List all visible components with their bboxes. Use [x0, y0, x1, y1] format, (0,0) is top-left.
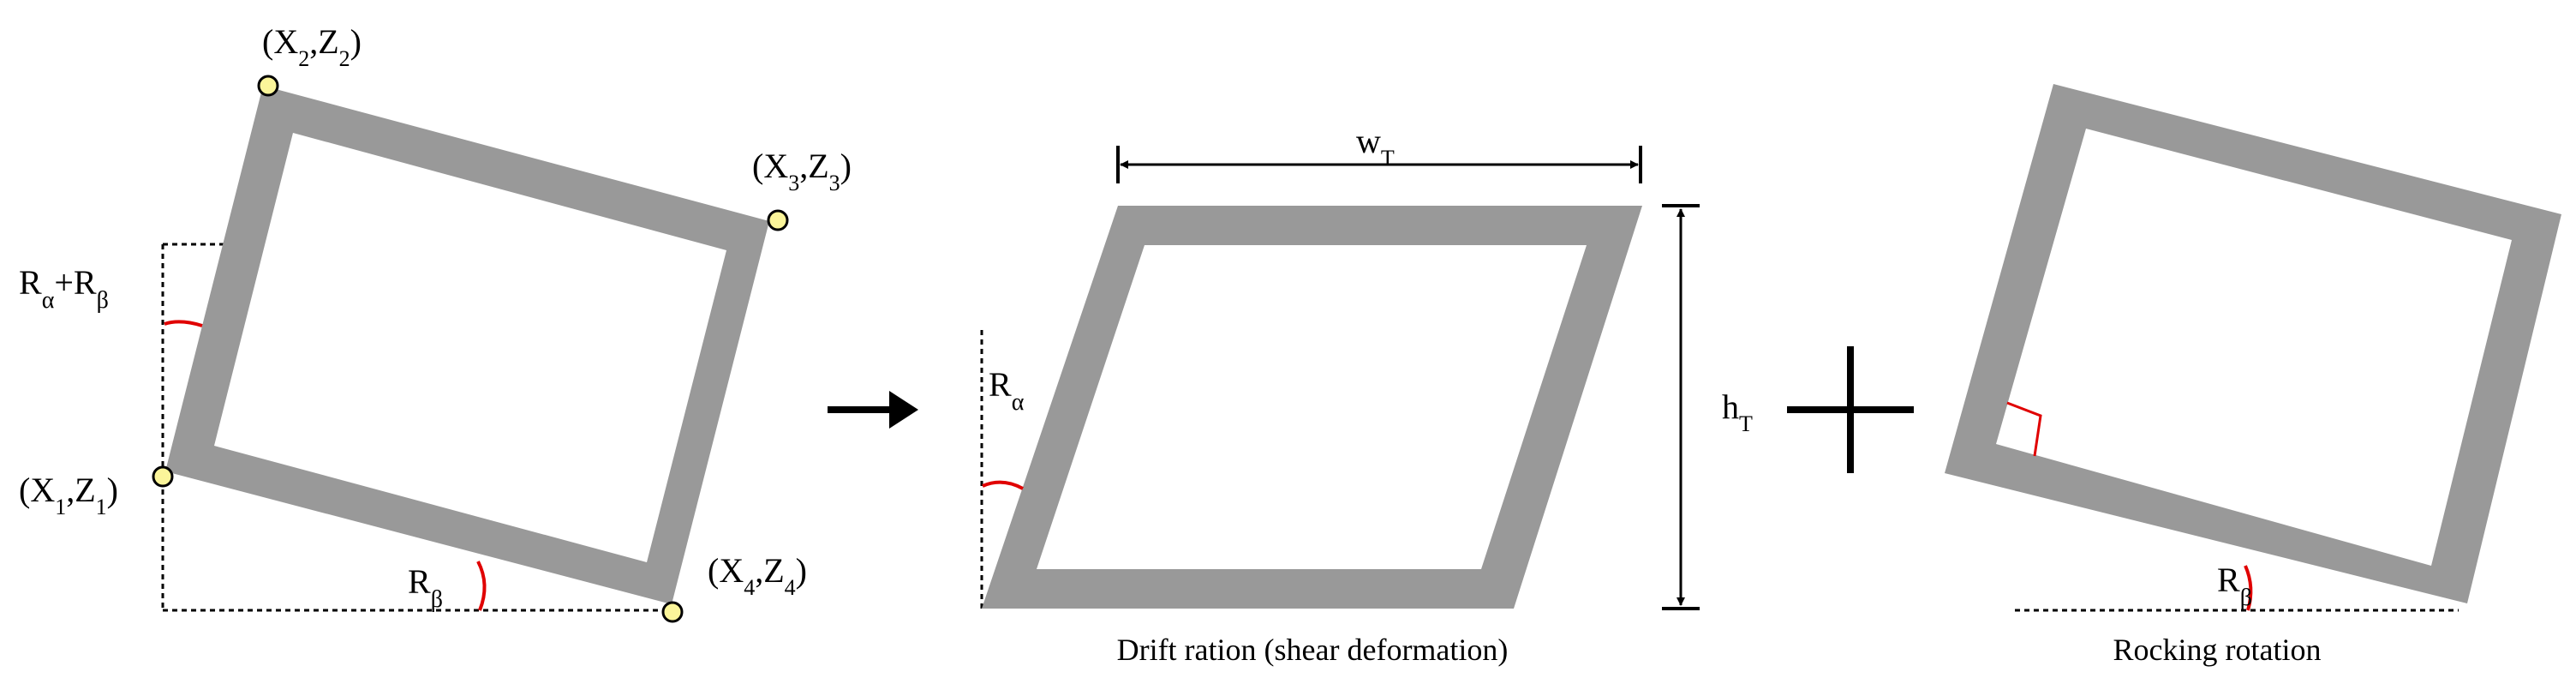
- node-2-label: (X2,Z2): [262, 22, 362, 71]
- shear-deformation-panel: wT hT Rα Drift ration (shear deformation…: [980, 122, 1753, 667]
- sheared-frame: [982, 206, 1642, 609]
- right-arrow-head: [889, 391, 918, 429]
- rocking-angle-arc-left: [476, 561, 487, 611]
- right-angle-marker: [2006, 401, 2042, 457]
- rocking-caption: Rocking rotation: [2113, 633, 2322, 667]
- width-label: wT: [1356, 122, 1395, 171]
- rocking-angle-arc-right: [2244, 565, 2253, 611]
- node-3-label: (X3,Z3): [752, 147, 852, 195]
- node-4-label: (X4,Z4): [708, 551, 807, 600]
- rotated-frame: [165, 86, 769, 604]
- drift-angle-arc: [982, 480, 1024, 490]
- rocking-angle-label-left: Rβ: [408, 562, 443, 613]
- node-1: [152, 465, 174, 488]
- node-1-label: (X1,Z1): [19, 471, 118, 519]
- rocking-rotation-panel: Rβ Rocking rotation: [1945, 84, 2561, 667]
- node-3: [767, 209, 789, 231]
- node-4: [661, 601, 684, 623]
- total-angle-label: Rα+Rβ: [19, 263, 109, 314]
- total-angle-arc: [164, 320, 203, 327]
- total-deformation-panel: (X1,Z1) (X2,Z2) (X3,Z3) (X4,Z4) Rα+Rβ Rβ: [19, 22, 852, 623]
- height-label: hT: [1722, 387, 1753, 436]
- rocking-angle-label-right: Rβ: [2217, 561, 2252, 611]
- node-2: [257, 75, 279, 97]
- plus-sign: [1787, 346, 1914, 473]
- shear-caption: Drift ration (shear deformation): [1117, 633, 1509, 667]
- rocking-frame: [1945, 84, 2561, 603]
- drift-angle-label: Rα: [989, 365, 1025, 416]
